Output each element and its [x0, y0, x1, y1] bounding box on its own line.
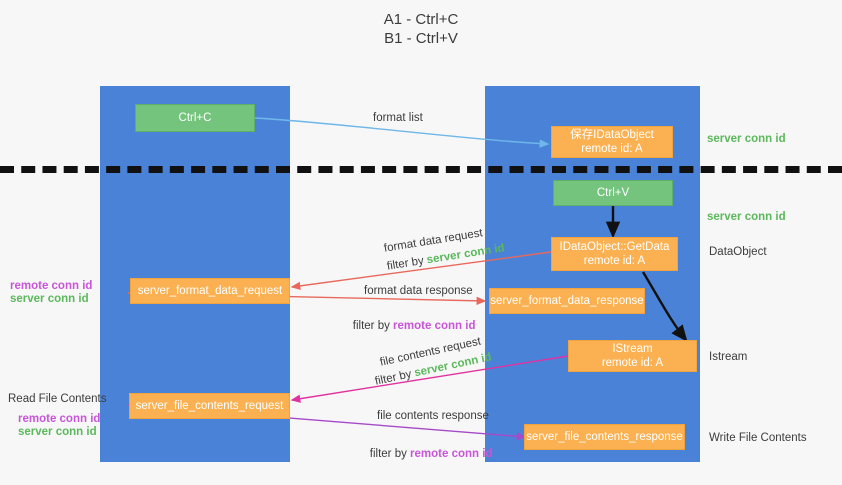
label-server-conn-id-top: server conn id	[707, 133, 786, 145]
edge-label-format-list: format list	[373, 112, 423, 124]
label-write-file-contents: Write File Contents	[709, 432, 807, 444]
node-format-data-response[interactable]: server_format_data_response	[489, 288, 645, 314]
label-read-file-contents: Read File Contents	[8, 393, 107, 405]
page-title: A1 - Ctrl+C B1 - Ctrl+V	[383, 11, 459, 47]
node-istream[interactable]: IStream remote id: A	[568, 340, 697, 372]
edge-label-file-contents-response-filter: filter by remote conn id	[357, 432, 493, 477]
label-dataobject: DataObject	[709, 246, 767, 258]
label-istream: Istream	[709, 351, 748, 363]
node-ctrl-v[interactable]: Ctrl+V	[553, 180, 673, 206]
phase-divider	[0, 166, 842, 173]
filter-value-remote-conn-id: remote conn id	[410, 448, 493, 460]
label-server-conn-id-2: server conn id	[18, 426, 97, 438]
filter-value-remote-conn-id: remote conn id	[393, 320, 476, 332]
filter-value-server-conn-id: server conn id	[425, 242, 506, 267]
node-file-contents-request[interactable]: server_file_contents_request	[129, 393, 290, 419]
label-remote-conn-id-2: remote conn id	[18, 413, 101, 425]
edge-label-format-data-response-filter: filter by remote conn id	[340, 304, 476, 349]
label-remote-conn-id-1: remote conn id	[10, 280, 93, 292]
filter-prefix: filter by	[373, 367, 416, 388]
filter-prefix: filter by	[369, 448, 411, 460]
node-save-idataobject[interactable]: 保存IDataObject remote id: A	[551, 126, 673, 158]
node-format-data-request[interactable]: server_format_data_request	[130, 278, 290, 304]
filter-value-server-conn-id: server conn id	[413, 351, 493, 380]
node-file-contents-response[interactable]: server_file_contents_response	[524, 424, 685, 450]
node-getdata[interactable]: IDataObject::GetData remote id: A	[551, 237, 678, 271]
label-server-conn-id-1: server conn id	[10, 293, 89, 305]
edge-label-file-contents-response: file contents response	[377, 410, 489, 422]
label-server-conn-id-mid: server conn id	[707, 211, 786, 223]
node-ctrl-c[interactable]: Ctrl+C	[135, 104, 255, 132]
edge-label-format-data-response: format data response	[364, 285, 473, 297]
filter-prefix: filter by	[352, 320, 394, 332]
filter-prefix: filter by	[386, 254, 428, 273]
